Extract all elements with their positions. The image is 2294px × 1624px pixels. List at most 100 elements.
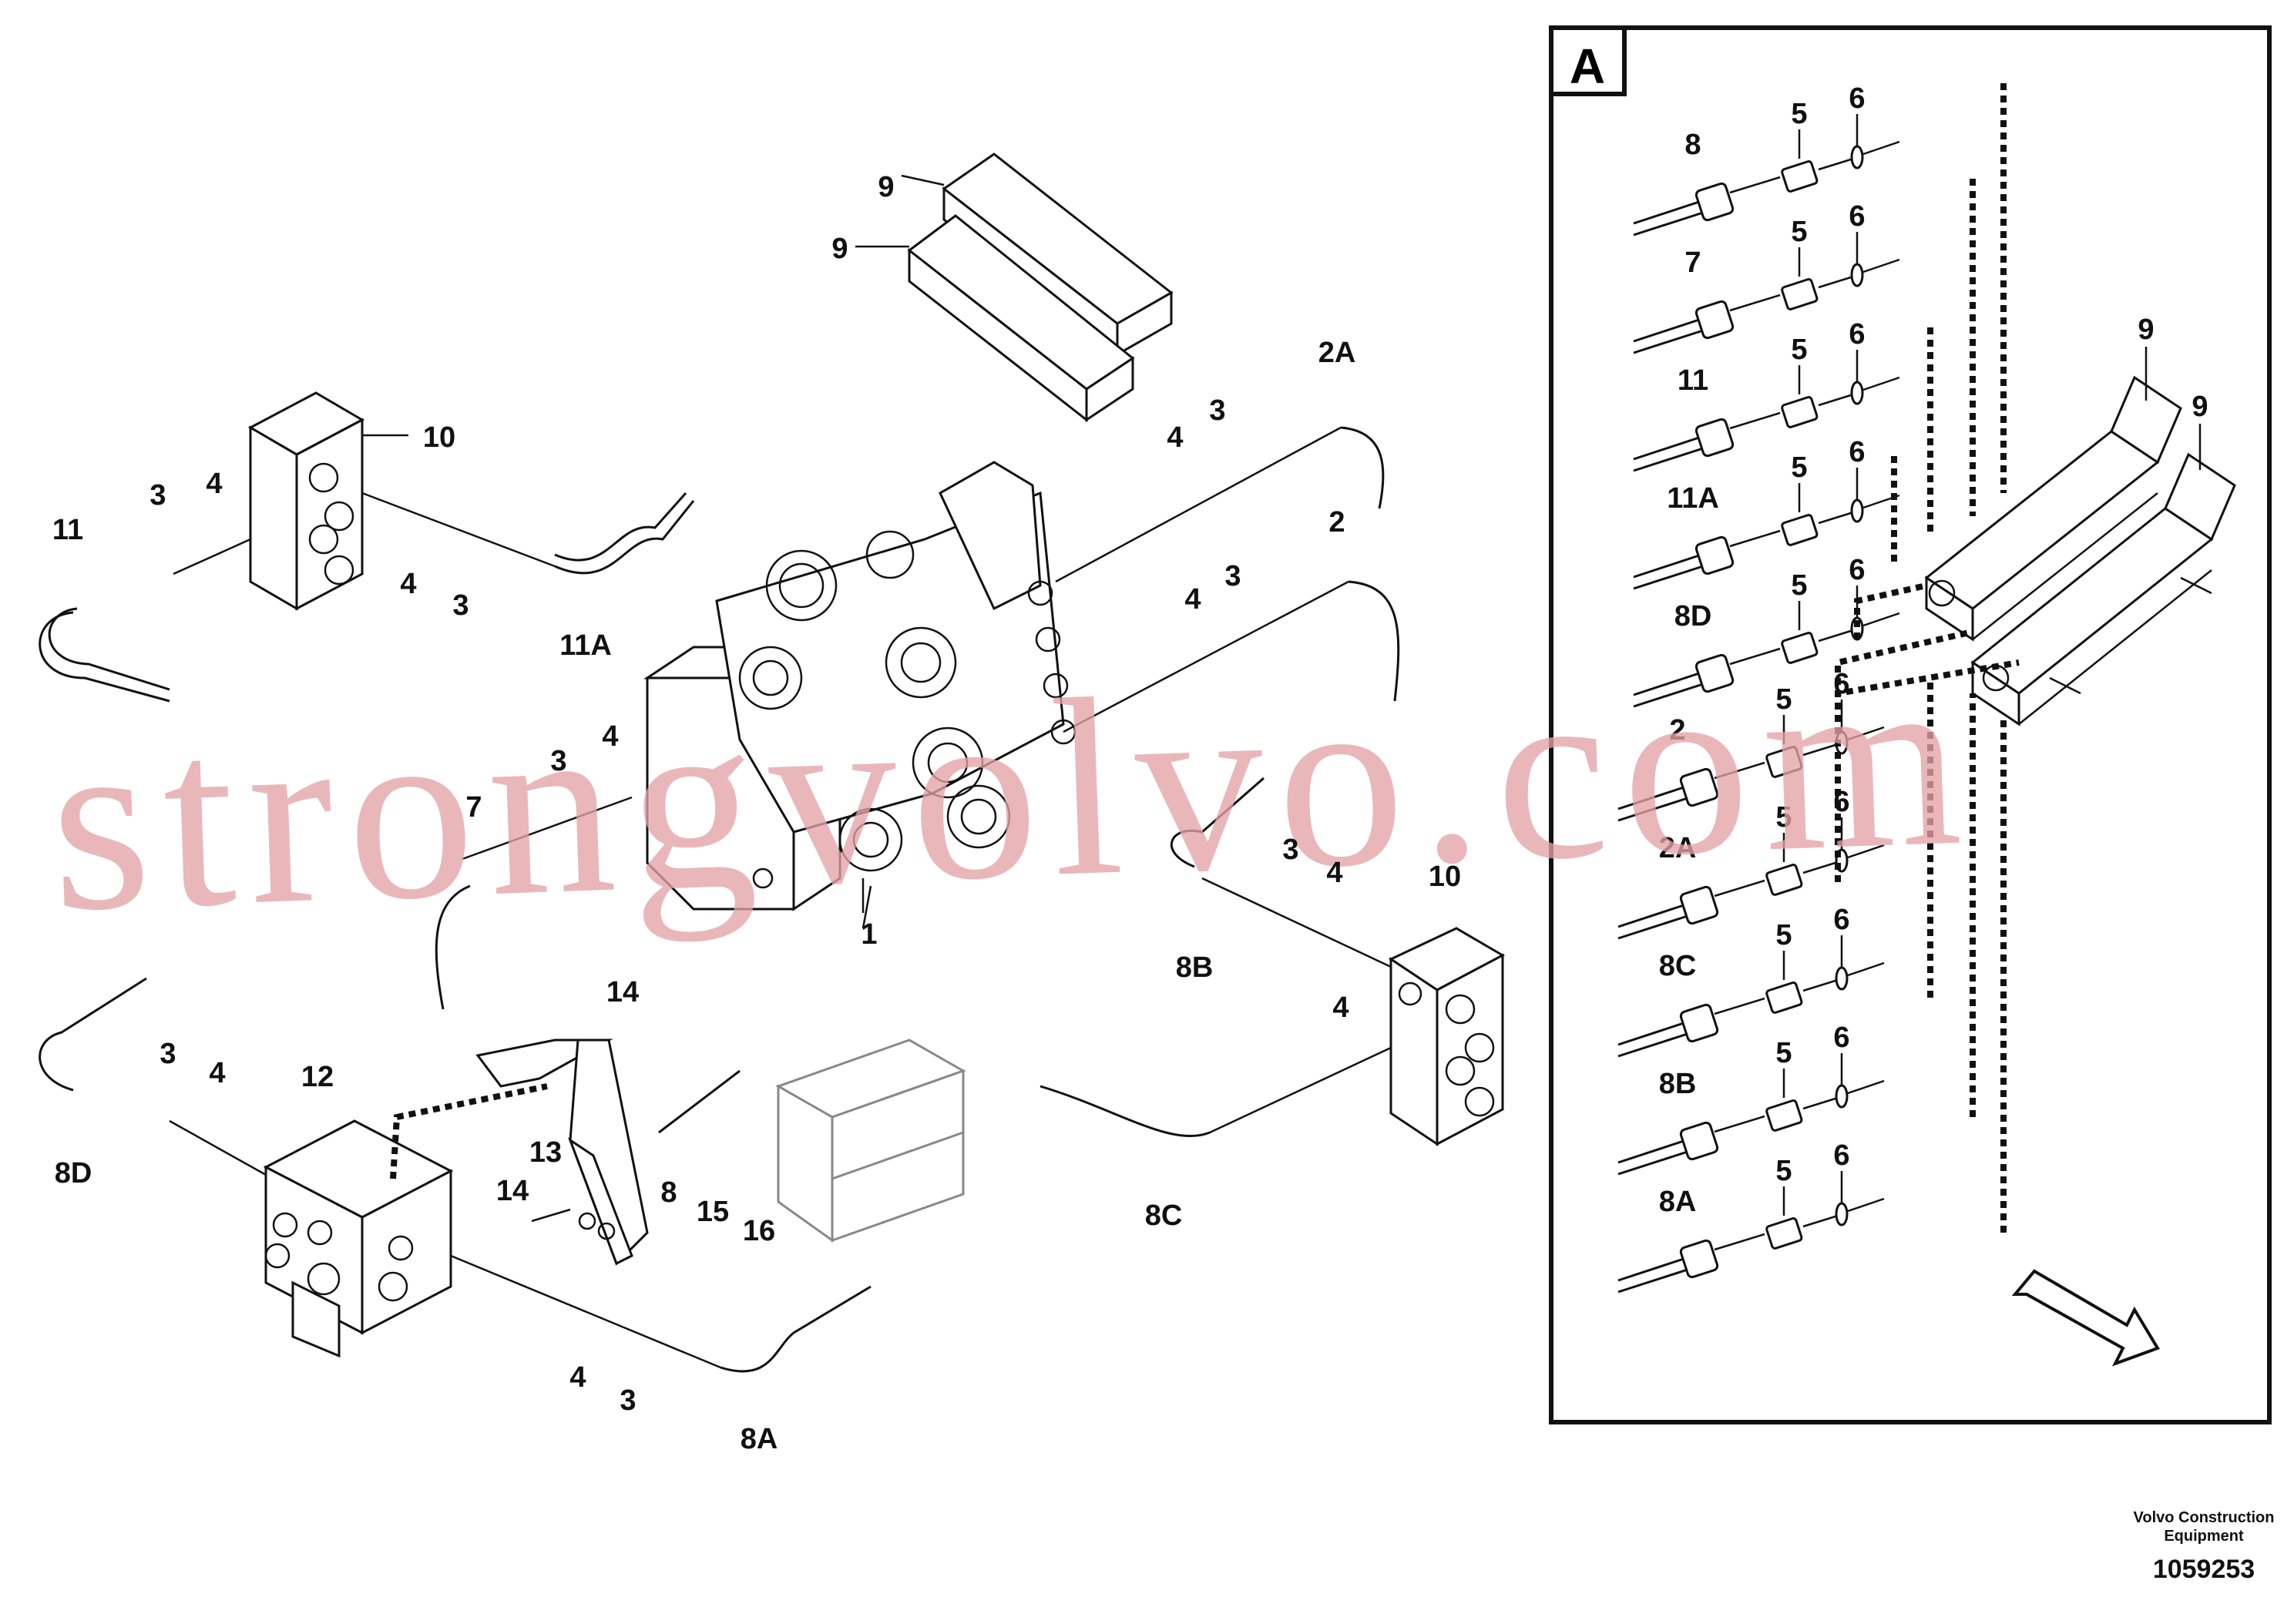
inset-hose xyxy=(1633,554,1700,579)
label-12: 12 xyxy=(301,1061,334,1093)
inset-hose xyxy=(1633,436,1700,461)
inset-seal xyxy=(1835,966,1849,991)
footer-company: Volvo Construction xyxy=(2134,1509,2275,1526)
inset-label-hose: 8D xyxy=(1674,600,1712,632)
inset-hose xyxy=(1617,1022,1684,1046)
leader-lines xyxy=(169,174,1392,1369)
inset-hose-nut xyxy=(1679,767,1719,807)
inset-label-seal: 6 xyxy=(1849,318,1865,351)
inset-label-fitting: 5 xyxy=(1791,451,1807,484)
inset-label-seal: 6 xyxy=(1849,554,1865,586)
label-4-d: 4 xyxy=(1184,583,1201,616)
label-10-left: 10 xyxy=(423,421,455,454)
label-2a: 2A xyxy=(1318,337,1356,369)
label-16: 16 xyxy=(743,1215,775,1247)
label-4-b: 4 xyxy=(400,568,416,600)
inset-fitting xyxy=(1781,514,1819,546)
inset-hose-nut xyxy=(1694,653,1735,693)
inset-label-hose: 8A xyxy=(1659,1186,1697,1218)
inset-seal xyxy=(1850,381,1864,405)
inset-hose-nut xyxy=(1679,1121,1719,1161)
inset-row: 11A 5 6 xyxy=(1633,436,1900,590)
inset-label-fitting: 5 xyxy=(1775,1037,1792,1069)
inset-label-fitting: 5 xyxy=(1775,919,1792,951)
label-9-lower: 9 xyxy=(831,233,848,265)
inset-seal xyxy=(1835,1084,1849,1109)
main-control-valve xyxy=(643,461,1076,913)
label-3-b: 3 xyxy=(452,589,469,622)
inset-hose-nut xyxy=(1679,1239,1719,1279)
inset-fitting xyxy=(1781,396,1819,428)
route-12-13 xyxy=(390,1083,548,1179)
inset-fitting xyxy=(1765,864,1803,896)
label-14-a: 14 xyxy=(606,976,639,1008)
inset-label-seal: 6 xyxy=(1833,1022,1849,1054)
inset-title: A xyxy=(1570,39,1605,94)
label-4-c: 4 xyxy=(1167,421,1183,454)
inset-title-box xyxy=(1549,25,1627,96)
inset-fitting xyxy=(1781,160,1819,193)
label-4-g: 4 xyxy=(1332,992,1349,1024)
inset-hose xyxy=(1633,672,1700,696)
inset-seal xyxy=(1835,1202,1849,1226)
inset-row: 8A 5 6 xyxy=(1617,1139,1885,1293)
label-1: 1 xyxy=(861,918,877,951)
inset-label-fitting: 5 xyxy=(1775,1155,1792,1187)
label-7: 7 xyxy=(465,791,482,824)
label-10-right: 10 xyxy=(1429,861,1461,893)
label-15: 15 xyxy=(697,1196,729,1228)
inset-hose xyxy=(1617,904,1684,928)
label-3-c: 3 xyxy=(1209,394,1225,427)
inset-hose-nut xyxy=(1679,1003,1719,1043)
inset-seal xyxy=(1850,145,1864,169)
footer: Volvo Construction Equipment 1059253 xyxy=(2134,1509,2275,1584)
label-14-b: 14 xyxy=(496,1175,529,1207)
inset-hose-nut xyxy=(1694,300,1735,340)
inset-block-9-lower xyxy=(1970,452,2236,726)
inset-label-hose: 11 xyxy=(1678,364,1708,397)
inset-fitting xyxy=(1765,1217,1803,1250)
label-3-h: 3 xyxy=(620,1384,636,1417)
inset-label-hose: 11A xyxy=(1667,482,1719,515)
inset-row: 8 5 6 xyxy=(1633,82,1900,237)
label-9-upper: 9 xyxy=(878,171,894,203)
inset-label-hose: 8C xyxy=(1659,950,1697,982)
watermark: strongvolvo.com xyxy=(46,616,1980,965)
inset-label-hose: 2A xyxy=(1659,832,1697,864)
inset-label-fitting: 5 xyxy=(1791,98,1807,130)
label-4-h: 4 xyxy=(209,1057,225,1089)
label-3-e: 3 xyxy=(550,745,566,777)
label-3-a: 3 xyxy=(149,479,166,512)
inset-label-hose: 8 xyxy=(1684,129,1701,161)
inset-label-seal: 6 xyxy=(1849,200,1865,233)
label-2: 2 xyxy=(1328,506,1345,539)
inset-fitting xyxy=(1781,632,1819,664)
label-8b: 8B xyxy=(1176,951,1214,984)
inset-hose xyxy=(1617,1139,1684,1164)
flow-arrow xyxy=(2011,1269,2160,1367)
inset-label-seal: 6 xyxy=(1849,436,1865,468)
label-8: 8 xyxy=(660,1176,677,1209)
inset-seal xyxy=(1850,498,1864,523)
manifold-block-10-left xyxy=(247,391,365,611)
inset-hose xyxy=(1617,786,1684,810)
inset-label-hose: 7 xyxy=(1684,247,1701,279)
label-11: 11 xyxy=(52,514,83,546)
inset-label-seal: 6 xyxy=(1833,1139,1849,1172)
manifold-block-10-right xyxy=(1388,927,1506,1146)
inset-fitting xyxy=(1765,1099,1803,1132)
valve-block-12 xyxy=(263,1119,454,1358)
reference-box xyxy=(775,1038,966,1243)
label-13: 13 xyxy=(529,1136,562,1169)
label-3-g: 3 xyxy=(160,1038,176,1070)
inset-label-seal: 6 xyxy=(1849,82,1865,115)
main-labels: 9 9 10 10 11 11A 3 4 4 3 2A 2 4 3 4 3 7 … xyxy=(52,171,1461,1455)
inset-hose-nut xyxy=(1694,182,1735,222)
footer-company-2: Equipment xyxy=(2164,1528,2244,1545)
